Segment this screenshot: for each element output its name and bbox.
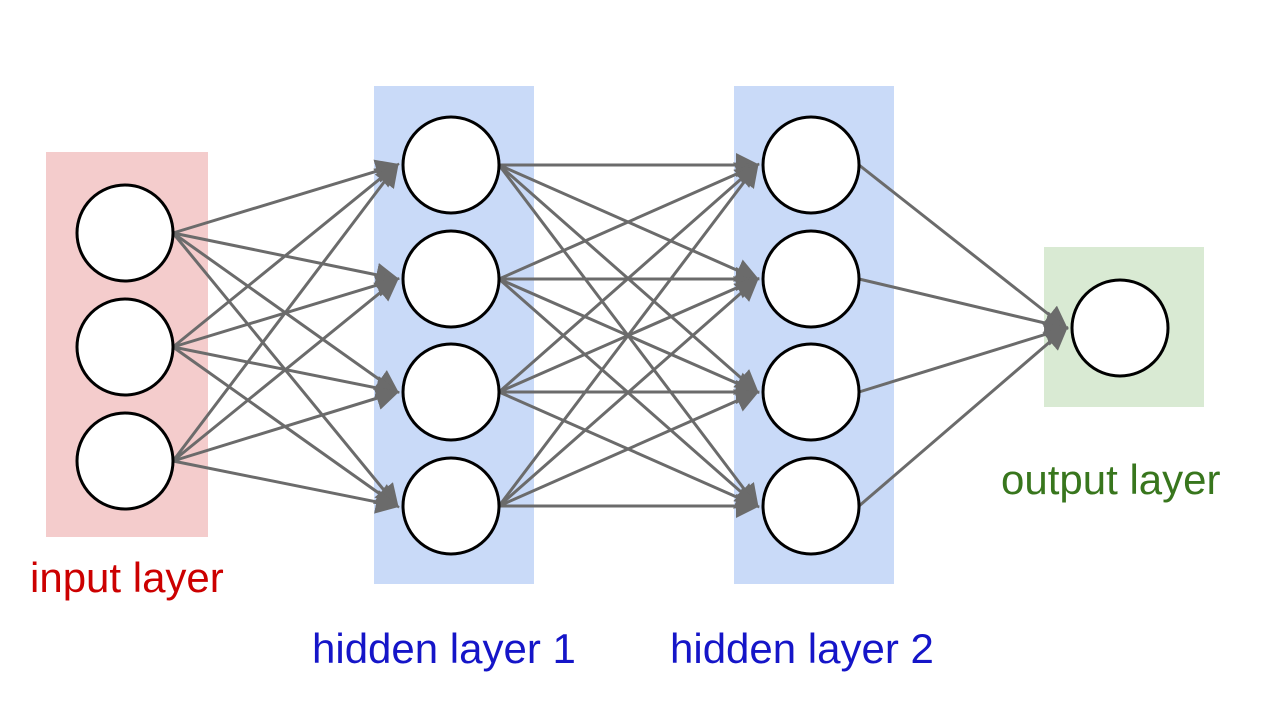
connection-input-3-to-hidden1-4 (172, 459, 400, 514)
connection-hidden2-1-to-output-1 (858, 163, 1069, 330)
hidden2-neuron-1 (761, 115, 861, 215)
connection-hidden1-4-to-hidden2-2 (498, 277, 760, 508)
hidden2-neuron-4 (761, 456, 861, 556)
connection-hidden2-2-to-output-1 (858, 277, 1069, 335)
connection-hidden1-4-to-hidden2-3 (498, 389, 760, 508)
input-layer-label: input layer (30, 554, 224, 601)
connection-input-2-to-hidden1-1 (172, 163, 400, 349)
connection-hidden1-3-to-hidden2-1 (498, 163, 760, 394)
connections-group (171, 153, 1069, 518)
connection-hidden2-3-to-output-1 (858, 322, 1069, 394)
connection-hidden1-4-to-hidden2-1 (497, 162, 759, 507)
input-neuron-2 (75, 297, 175, 397)
output-layer-label: output layer (1001, 456, 1220, 503)
hidden1-neuron-1 (401, 115, 501, 215)
connection-input-3-to-hidden1-2 (172, 277, 400, 463)
connection-hidden2-4-to-output-1 (858, 326, 1069, 508)
neurons-group (75, 115, 1170, 556)
connection-hidden1-2-to-hidden2-1 (498, 162, 760, 281)
input-neuron-3 (75, 411, 175, 511)
hidden2-neuron-2 (761, 229, 861, 329)
hidden-layer-2-label: hidden layer 2 (670, 625, 934, 672)
hidden1-neuron-4 (401, 456, 501, 556)
connection-input-3-to-hidden1-3 (172, 386, 400, 463)
hidden2-neuron-3 (761, 342, 861, 442)
hidden1-neuron-3 (401, 342, 501, 442)
connection-input-3-to-hidden1-1 (171, 162, 399, 462)
connection-input-1-to-hidden1-1 (172, 159, 400, 235)
hidden1-neuron-2 (401, 229, 501, 329)
hidden-layer-1-label: hidden layer 1 (312, 625, 576, 672)
output-neuron-1 (1070, 278, 1170, 378)
input-neuron-1 (75, 183, 175, 283)
